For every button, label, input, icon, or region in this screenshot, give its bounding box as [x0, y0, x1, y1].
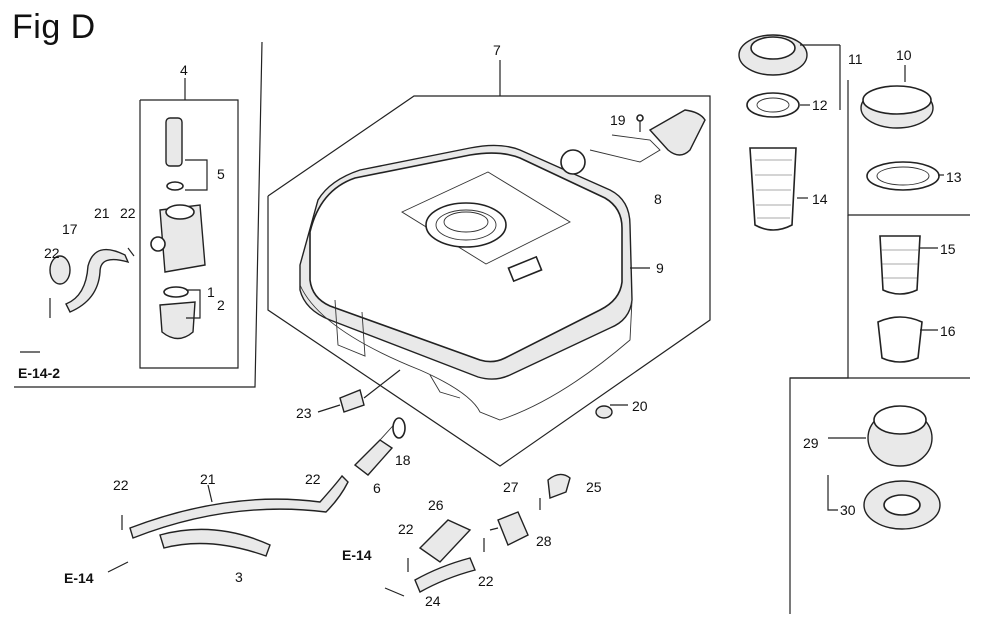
leader-lines: [184, 44, 944, 511]
callout-22-c: 22: [113, 477, 129, 493]
callout-22-d: 22: [305, 471, 321, 487]
callout-22-e: 22: [398, 521, 414, 537]
callout-14: 14: [812, 191, 828, 207]
callout-22-a: 22: [120, 205, 136, 221]
callout-17: 17: [62, 221, 78, 237]
callout-3: 3: [235, 569, 243, 585]
callout-21-lower: 21: [200, 471, 216, 487]
callout-1: 1: [207, 284, 215, 300]
fuel-filter-hoses: [384, 473, 571, 597]
reference-e-14-2: E-14-2: [18, 365, 60, 381]
reference-e-14-center: E-14: [342, 547, 372, 563]
callout-15: 15: [940, 241, 956, 257]
callout-9: 9: [656, 260, 664, 276]
callout-22-f: 22: [478, 573, 494, 589]
callout-26: 26: [428, 497, 444, 513]
callout-6: 6: [373, 480, 381, 496]
callout-19: 19: [610, 112, 626, 128]
strainer-joint: [339, 369, 613, 476]
callout-12: 12: [812, 97, 828, 113]
fuel-hoses: [107, 474, 349, 573]
fuel-cock-group-frame: [14, 41, 263, 388]
callout-18: 18: [395, 452, 411, 468]
callout-5: 5: [217, 166, 225, 182]
callout-13: 13: [946, 169, 962, 185]
callout-22-b: 22: [44, 245, 60, 261]
callout-2: 2: [217, 297, 225, 313]
right-panel-frames: [789, 80, 970, 614]
callout-24: 24: [425, 593, 441, 609]
callout-11: 11: [848, 51, 863, 67]
callout-28: 28: [536, 533, 552, 549]
callout-30: 30: [840, 502, 856, 518]
callout-27: 27: [503, 479, 519, 495]
callout-21-upper: 21: [94, 205, 110, 221]
callout-16: 16: [940, 323, 956, 339]
cross-references: E-14-2 E-14 E-14: [18, 365, 372, 586]
fuel-tank: [299, 144, 633, 421]
caps-and-strainers: [738, 34, 941, 530]
fuel-cock-parts: [20, 117, 206, 353]
callouts: 1 2 3 4 5 6 7 8 9 10 11 12 13 14 15 16 1…: [44, 42, 962, 609]
callout-8: 8: [654, 191, 662, 207]
fuel-gauge-assembly: [560, 109, 706, 175]
callout-10: 10: [896, 47, 912, 63]
figure-title: Fig D: [12, 8, 96, 46]
callout-20: 20: [632, 398, 648, 414]
callout-7: 7: [493, 42, 501, 58]
callout-25: 25: [586, 479, 602, 495]
callout-4: 4: [180, 62, 188, 78]
callout-29: 29: [803, 435, 819, 451]
callout-23: 23: [296, 405, 312, 421]
reference-e-14-lower-left: E-14: [64, 570, 94, 586]
